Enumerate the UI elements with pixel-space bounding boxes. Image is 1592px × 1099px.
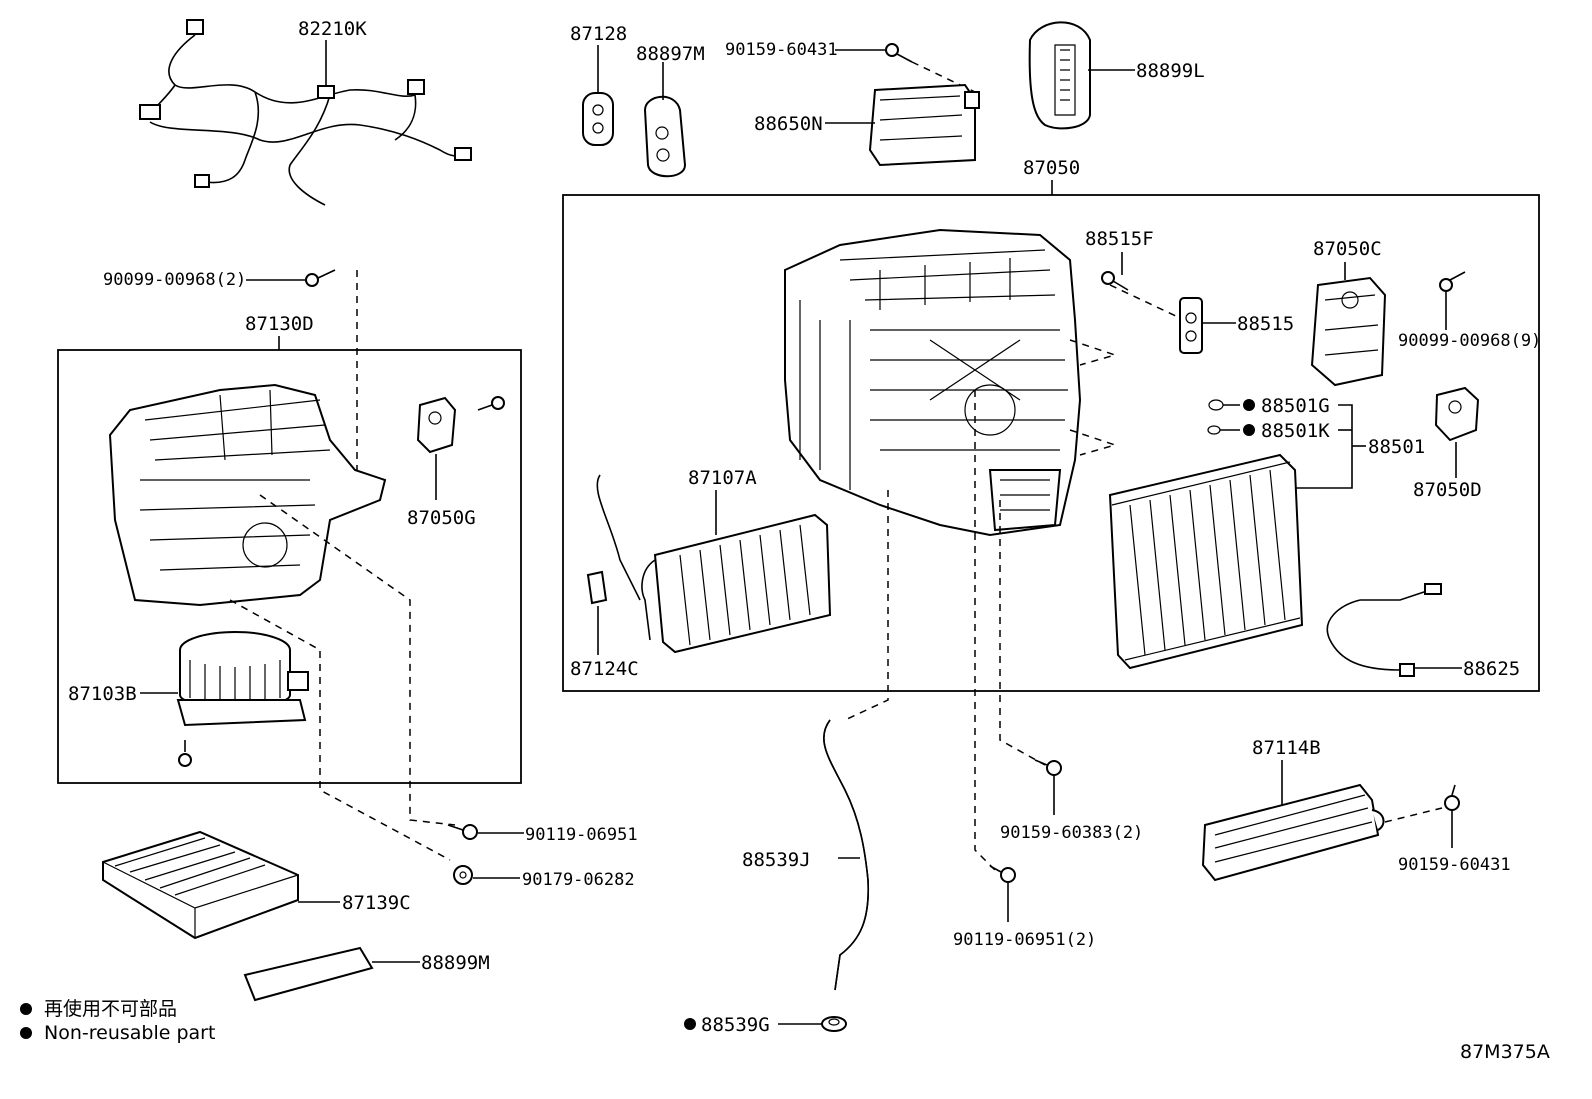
label-87050c: 87050C: [1313, 238, 1382, 260]
legend-english: Non-reusable part: [44, 1022, 215, 1044]
servo-87050g: [416, 396, 457, 454]
ecu-88650n: [868, 83, 980, 167]
diagram-id: 87M375A: [1460, 1041, 1550, 1063]
label-87130d: 87130D: [245, 313, 314, 335]
label-90179-06282: 90179-06282: [522, 870, 635, 890]
o-ring-88501g: [1208, 399, 1240, 411]
filter-88899l: [1028, 21, 1091, 130]
filter-88899m: [243, 946, 374, 1002]
bolt-87103b: [178, 740, 192, 767]
bolt-90159-60431-top: [885, 43, 913, 63]
label-87103b: 87103B: [68, 683, 137, 705]
heater-core-87107a: [596, 474, 832, 654]
label-88899m: 88899M: [421, 952, 490, 974]
seal-87128: [582, 45, 614, 146]
legend-bullet-en: [20, 1027, 32, 1039]
evaporator-88501: [1108, 453, 1304, 670]
label-87114b: 87114B: [1252, 737, 1321, 759]
label-90119-06951: 90119-06951: [525, 825, 638, 845]
bolt-90119-06951: [447, 824, 478, 840]
label-90099-00968-2: 90099-00968(2): [103, 270, 246, 290]
label-88501k: 88501K: [1261, 420, 1330, 442]
grommet-88539g: [821, 1016, 847, 1032]
bolt-90099-00968-9: [1439, 271, 1466, 292]
label-90159-60383-2: 90159-60383(2): [1000, 823, 1143, 843]
assembly-box-87130d: [57, 349, 522, 784]
servo-87050d: [1434, 386, 1480, 442]
label-87139c: 87139C: [342, 892, 411, 914]
blower-housing: [108, 383, 387, 607]
label-88515: 88515: [1237, 313, 1294, 335]
label-88650n: 88650N: [754, 113, 823, 135]
label-87050: 87050: [1023, 157, 1080, 179]
label-88897m: 88897M: [636, 43, 705, 65]
non-reusable-marker-88501g: [1243, 399, 1255, 411]
bolt-90159-60431-right: [1444, 784, 1460, 811]
servo-87050c: [1310, 276, 1387, 387]
non-reusable-marker-88539g: [684, 1018, 696, 1030]
assembly-box-87050: [562, 194, 1540, 692]
drain-hose-88539j: [822, 719, 870, 991]
non-reusable-marker-88501k: [1243, 424, 1255, 436]
clip-87124c: [586, 570, 608, 605]
bolt-90099-00968-2: [305, 269, 336, 287]
label-88501g: 88501G: [1261, 395, 1330, 417]
wire-harness-82210k: [139, 19, 472, 206]
sensor-88625: [1326, 583, 1442, 677]
label-82210k: 82210K: [298, 18, 367, 40]
label-88539j: 88539J: [742, 849, 811, 871]
label-88539g: 88539G: [701, 1014, 770, 1036]
label-87124c: 87124C: [570, 658, 639, 680]
legend-japanese: 再使用不可部品: [44, 998, 177, 1020]
label-88899l: 88899L: [1136, 60, 1205, 82]
label-88515f: 88515F: [1085, 228, 1154, 250]
label-87050g: 87050G: [407, 507, 476, 529]
hvac-housing: [784, 228, 1082, 537]
blower-motor-87103b: [176, 631, 309, 727]
label-87128: 87128: [570, 23, 627, 45]
label-87107a: 87107A: [688, 467, 757, 489]
nut-90179-06282: [453, 865, 473, 885]
bolt-90119-06951-2: [989, 865, 1016, 883]
bolt-90159-60383: [1034, 759, 1062, 776]
label-88625: 88625: [1463, 658, 1520, 680]
legend-bullet-jp: [20, 1003, 32, 1015]
label-90119-06951-2: 90119-06951(2): [953, 930, 1096, 950]
valve-88515: [1179, 297, 1203, 354]
label-90159-60431-right: 90159-60431: [1398, 855, 1511, 875]
label-88501: 88501: [1368, 436, 1425, 458]
bolt-87050g: [477, 396, 505, 411]
o-ring-88501k: [1207, 425, 1240, 435]
label-87050d: 87050D: [1413, 479, 1482, 501]
heater-87114b: [1201, 783, 1385, 882]
seal-88897m: [643, 62, 687, 178]
label-90159-60431-top: 90159-60431: [725, 40, 838, 60]
bolt-88515f: [1101, 271, 1129, 291]
filter-87139c: [102, 830, 299, 940]
label-90099-00968-9: 90099-00968(9): [1398, 331, 1541, 351]
